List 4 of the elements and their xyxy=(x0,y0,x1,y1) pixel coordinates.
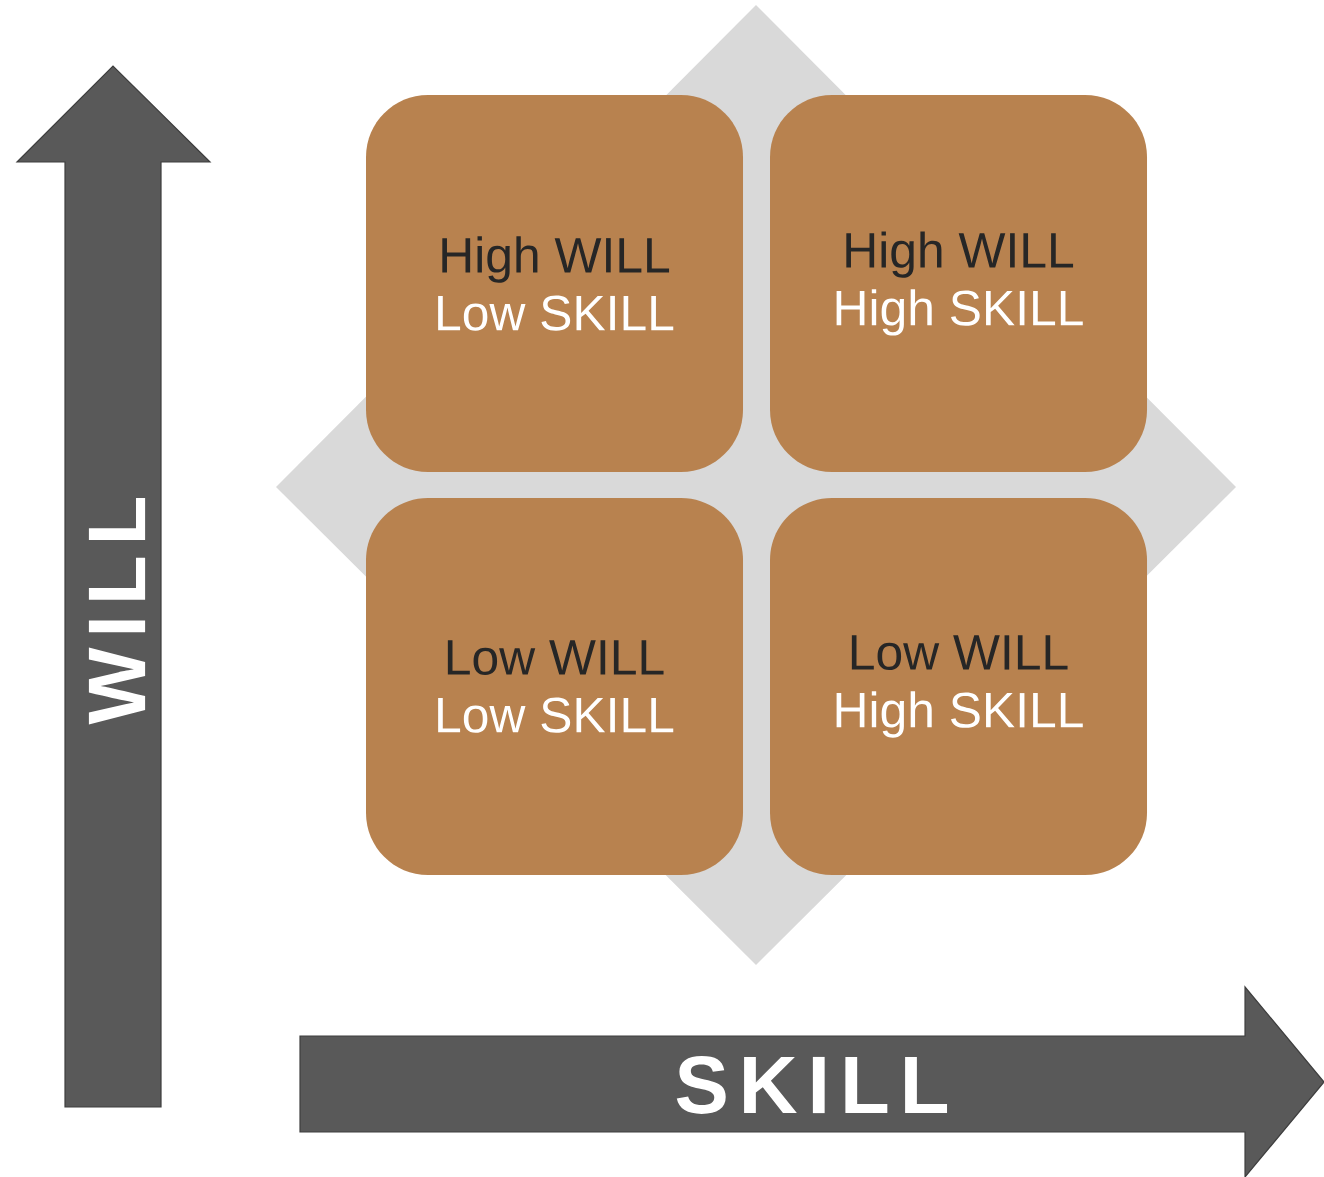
quadrant-box: Low WILL High SKILL xyxy=(770,498,1147,875)
quadrant-box: Low WILL Low SKILL xyxy=(366,498,743,875)
quadrant-box: High WILL Low SKILL xyxy=(366,95,743,472)
quadrant-box: High WILL High SKILL xyxy=(770,95,1147,472)
